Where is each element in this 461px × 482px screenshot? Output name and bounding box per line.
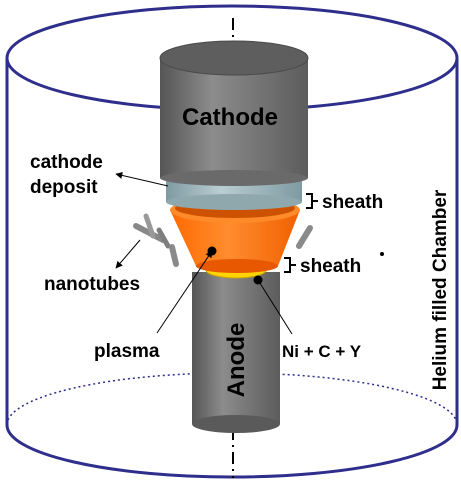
anode: [192, 272, 280, 433]
nanotube: [143, 213, 156, 239]
plasma-leader-dot: [207, 246, 217, 256]
nanotube: [169, 244, 179, 267]
catalyst-label: Ni + C + Y: [282, 342, 362, 361]
nanotubes-leader: [115, 239, 141, 269]
cathode: [159, 40, 309, 186]
sheath-bottom-bracket: [284, 257, 296, 273]
plasma-leader: [156, 250, 213, 334]
sheath-top-label: sheath: [322, 192, 383, 213]
sheath-bottom-label: sheath: [300, 256, 361, 277]
nanotubes-label: nanotubes: [44, 274, 140, 295]
chamber-label: Helium filled Chamber: [430, 189, 451, 390]
sheath-dot: [380, 252, 384, 256]
nanotube: [156, 227, 171, 249]
catalyst-leader: [257, 279, 293, 335]
chamber-bottom-back: [6, 372, 458, 426]
catalyst-leader-dot: [253, 275, 263, 285]
nanotubes: [133, 213, 313, 267]
nanotube: [296, 225, 313, 249]
cathode-label: Cathode: [182, 104, 278, 131]
plasma-label: plasma: [94, 341, 160, 362]
anode-label: Anode: [223, 323, 250, 398]
sheath-top-bracket: [306, 193, 318, 209]
cathode-deposit-label-line2: deposit: [30, 177, 98, 198]
cathode-deposit-label-line1: cathode: [30, 152, 103, 173]
cathode-deposit-leader: [115, 172, 169, 187]
